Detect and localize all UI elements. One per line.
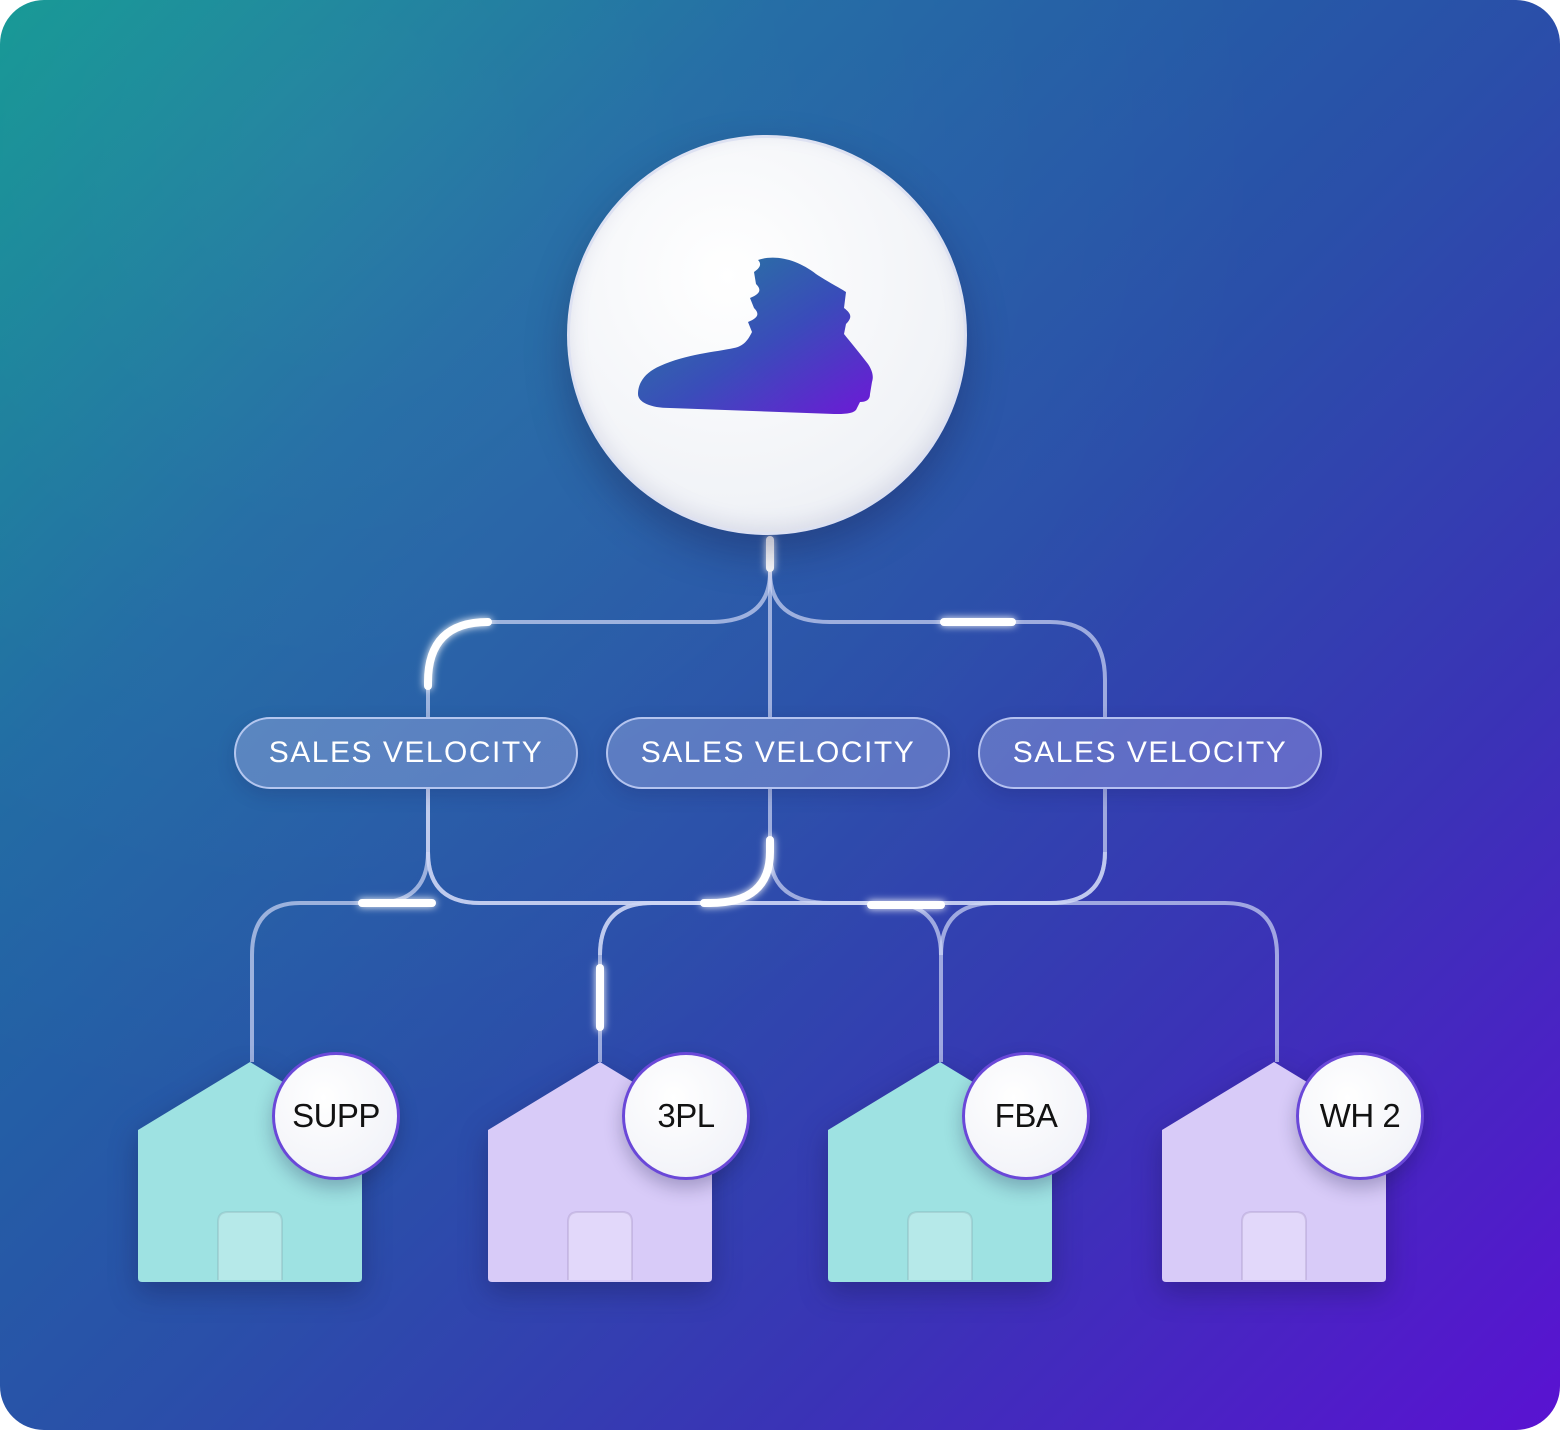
location-supp: SUPP (130, 1052, 450, 1292)
location-fba: FBA (820, 1052, 1140, 1292)
location-badge-supp: SUPP (272, 1052, 400, 1180)
metric-pill-1: SALES VELOCITY (234, 717, 578, 789)
highlight-left-curve (424, 618, 492, 690)
location-badge-fba: FBA (962, 1052, 1090, 1180)
location-wh2: WH 2 (1154, 1052, 1474, 1292)
connector-metric-3-location-2 (598, 789, 1107, 956)
connector-metric-2-location-4 (768, 851, 1279, 1062)
connector-product-metric-1 (426, 540, 772, 717)
location-badge-wh2: WH 2 (1296, 1052, 1424, 1180)
location-3pl: 3PL (480, 1052, 800, 1292)
location-badge-3pl: 3PL (622, 1052, 750, 1180)
connector-metric-1-location-3 (426, 789, 943, 1062)
highlight-center-curve (700, 836, 774, 907)
metric-pill-1-label: SALES VELOCITY (268, 736, 544, 769)
boot-icon (638, 257, 873, 414)
location-badge-supp-label: SUPP (292, 1097, 380, 1134)
connector-product-metric-3 (768, 571, 1107, 717)
location-badge-3pl-label: 3PL (657, 1097, 715, 1134)
product-node (567, 135, 967, 535)
connector-metric-2-location-1 (426, 789, 772, 905)
metric-pill-3-label: SALES VELOCITY (1012, 736, 1288, 769)
connector-metric-3-location-3 (939, 851, 1107, 956)
connector-metric-2-location-2 (598, 851, 772, 1062)
metric-pill-3: SALES VELOCITY (978, 717, 1322, 789)
metric-pill-2-label: SALES VELOCITY (640, 736, 916, 769)
location-badge-fba-label: FBA (994, 1097, 1058, 1134)
metric-pill-2: SALES VELOCITY (606, 717, 950, 789)
location-badge-wh2-label: WH 2 (1319, 1097, 1401, 1134)
connector-metric-1-location-1 (250, 789, 430, 1062)
